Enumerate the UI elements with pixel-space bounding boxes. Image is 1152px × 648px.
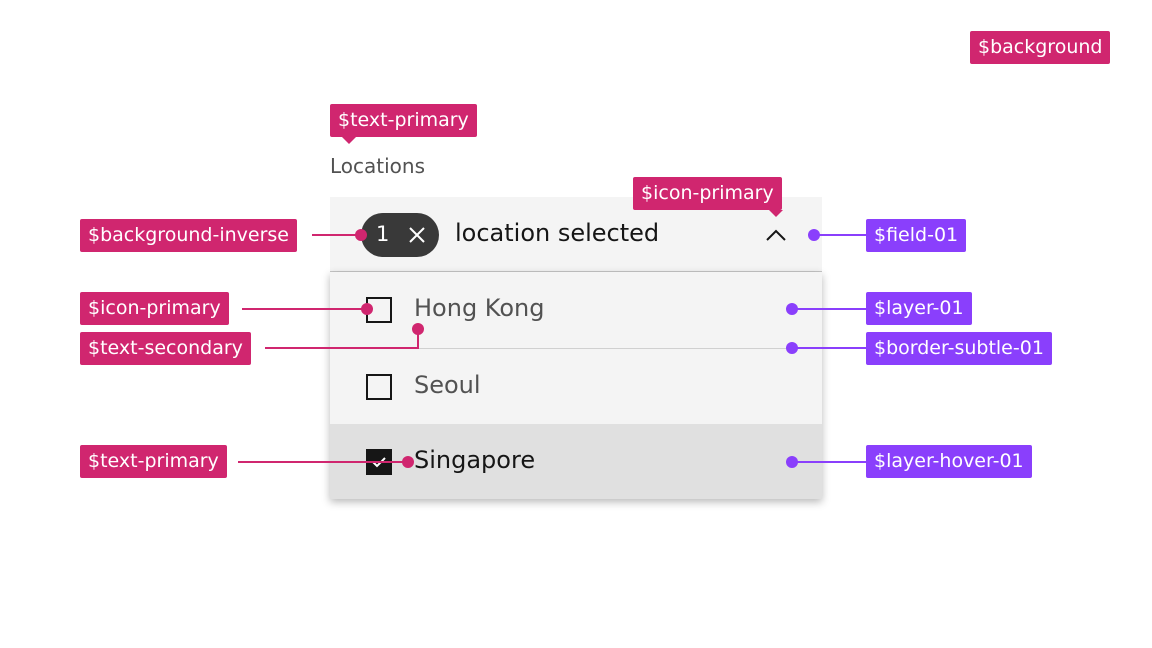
annotation-text-primary-item: $text-primary xyxy=(80,445,227,478)
annotation-leader xyxy=(796,308,866,310)
annotation-dot xyxy=(786,456,798,468)
annotation-text-secondary: $text-secondary xyxy=(80,332,251,365)
menu-item-hong-kong[interactable]: Hong Kong xyxy=(330,272,822,348)
annotation-leader xyxy=(796,461,866,463)
annotation-dot xyxy=(402,456,414,468)
menu-item-label: Seoul xyxy=(414,371,481,399)
annotation-dot xyxy=(361,303,373,315)
annotation-layer-hover-01: $layer-hover-01 xyxy=(866,445,1032,478)
annotation-text: $background-inverse xyxy=(88,224,289,246)
annotation-leader xyxy=(238,461,406,463)
annotation-text: $field-01 xyxy=(874,224,959,246)
annotation-background-inverse: $background-inverse xyxy=(80,219,297,252)
annotation-leader xyxy=(312,234,360,236)
menu-item-label: Hong Kong xyxy=(414,294,545,322)
annotation-leader xyxy=(265,347,419,349)
annotation-text: $text-primary xyxy=(338,109,469,131)
annotation-dot xyxy=(412,323,424,335)
chevron-up-icon[interactable] xyxy=(764,225,788,245)
annotation-dot xyxy=(355,229,367,241)
field-label: Locations xyxy=(330,154,426,178)
annotation-text: $border-subtle-01 xyxy=(874,337,1044,359)
close-icon[interactable] xyxy=(407,225,427,245)
checkbox[interactable] xyxy=(366,374,392,400)
annotation-leader xyxy=(417,330,419,348)
annotation-icon-primary-checkbox: $icon-primary xyxy=(80,292,229,325)
annotation-leader xyxy=(242,308,366,310)
annotation-leader xyxy=(796,347,866,349)
selection-count-tag: 1 xyxy=(361,213,439,257)
annotation-dot xyxy=(786,303,798,315)
menu-item-seoul[interactable]: Seoul xyxy=(330,349,822,425)
annotation-dot xyxy=(786,342,798,354)
annotation-pointer xyxy=(342,137,356,144)
annotation-dot xyxy=(808,229,820,241)
annotation-border-subtle-01: $border-subtle-01 xyxy=(866,332,1052,365)
annotation-leader xyxy=(818,234,866,236)
annotation-text: $text-secondary xyxy=(88,337,243,359)
annotation-icon-primary-chevron: $icon-primary xyxy=(633,177,783,217)
annotation-field-01: $field-01 xyxy=(866,219,967,252)
annotation-text: $icon-primary xyxy=(88,297,221,319)
annotation-text-primary-label: $text-primary xyxy=(330,104,477,144)
annotation-layer-01: $layer-01 xyxy=(866,292,972,325)
annotation-text: $layer-hover-01 xyxy=(874,450,1024,472)
annotation-text: $layer-01 xyxy=(874,297,964,319)
annotation-background: $background xyxy=(970,31,1111,64)
selection-text: location selected xyxy=(455,219,660,247)
annotation-pointer xyxy=(769,210,783,217)
selection-count: 1 xyxy=(376,222,390,246)
annotation-text: $background xyxy=(978,36,1103,58)
annotation-text: $icon-primary xyxy=(641,182,774,204)
menu-item-label: Singapore xyxy=(414,446,536,474)
menu-divider xyxy=(330,348,822,349)
annotation-text: $text-primary xyxy=(88,450,219,472)
